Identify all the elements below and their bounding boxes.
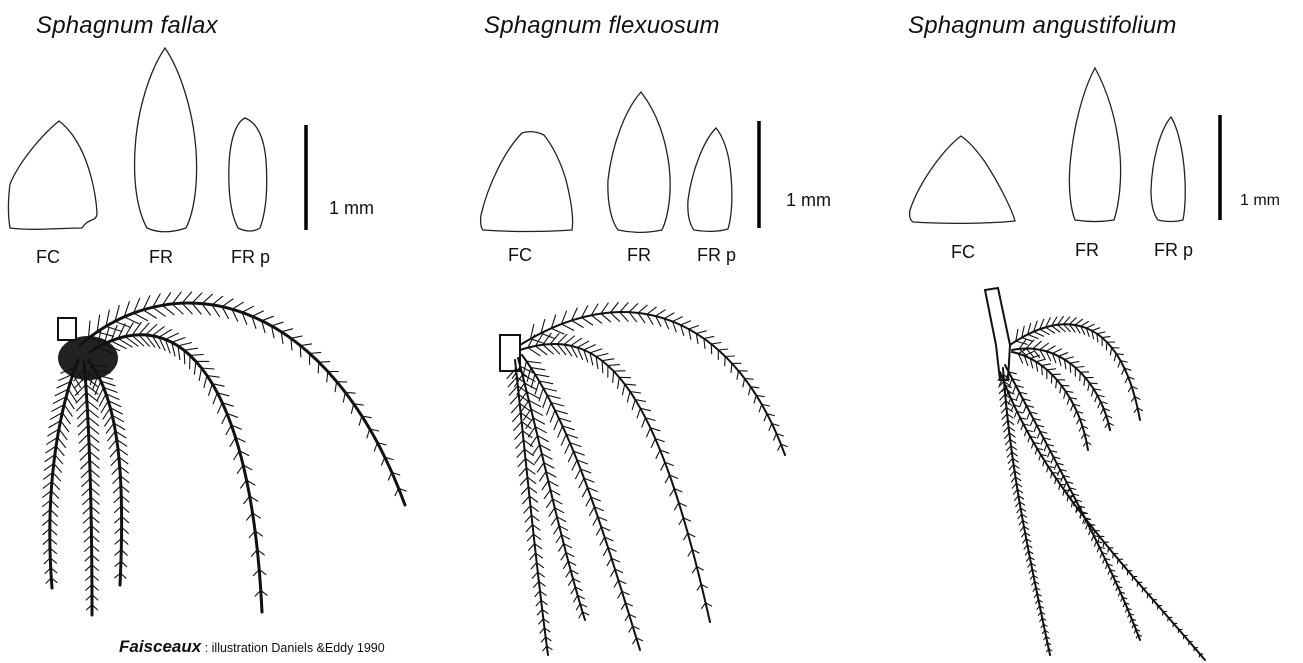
flexuosum-fascicle-drawing [500, 303, 787, 655]
angustifolium-branch-2 [1012, 339, 1113, 430]
flexuosum-leaf-frp [688, 128, 732, 231]
fallax-label-frp: FR p [231, 247, 270, 268]
fallax-leaf-fc [9, 121, 98, 229]
flexuosum-branch-3 [522, 355, 643, 650]
flexuosum-label-fc: FC [508, 245, 532, 266]
angustifolium-label-fc: FC [951, 242, 975, 263]
angustifolium-leaf-fr [1069, 68, 1120, 222]
fallax-branch-4 [74, 362, 99, 615]
fallax-branch-2 [90, 323, 267, 613]
angustifolium-branch-5 [998, 368, 1052, 655]
angustifolium-fascicle-drawing [985, 288, 1205, 660]
flexuosum-label-frp: FR p [697, 245, 736, 266]
fallax-leaf-frp [229, 118, 267, 231]
flexuosum-label-fr: FR [627, 245, 651, 266]
flexuosum-leaf-fc [481, 132, 573, 232]
flexuosum-scale-label: 1 mm [786, 190, 831, 211]
fallax-scale-label: 1 mm [329, 198, 374, 219]
angustifolium-scale-label: 1 mm [1240, 192, 1280, 210]
angustifolium-leaf-frp [1151, 117, 1185, 222]
angustifolium-label-frp: FR p [1154, 240, 1193, 261]
caption-text: : illustration Daniels &Eddy 1990 [201, 641, 384, 655]
angustifolium-leaf-fc [910, 136, 1015, 223]
fallax-fascicle-drawing [43, 292, 407, 615]
fallax-label-fc: FC [36, 247, 60, 268]
flexuosum-leaf-fr [608, 92, 670, 232]
flexuosum-branch-4 [512, 358, 589, 620]
flexuosum-stem-stub [500, 335, 520, 371]
fallax-label-fr: FR [149, 247, 173, 268]
fallax-stem-stub [58, 318, 76, 340]
angustifolium-label-fr: FR [1075, 240, 1099, 261]
caption-term: Faisceaux [119, 637, 201, 656]
figure-caption: Faisceaux : illustration Daniels &Eddy 1… [119, 637, 385, 657]
fallax-leaf-fr [135, 48, 197, 232]
